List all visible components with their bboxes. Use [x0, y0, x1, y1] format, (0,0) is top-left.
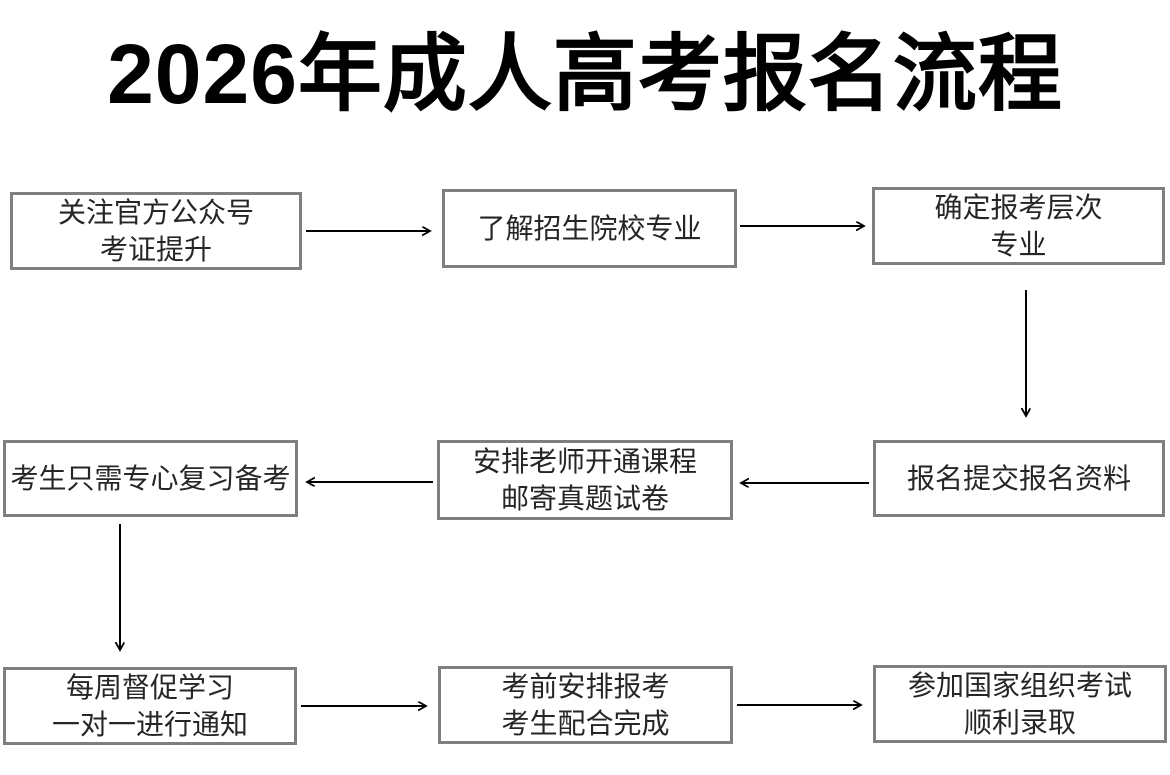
flow-step-learn-schools-majors: 了解招生院校专业	[442, 189, 737, 268]
flow-step-text: 报名提交报名资料	[906, 463, 1131, 494]
flow-step-choose-level-major: 确定报考层次 专业	[872, 187, 1165, 265]
flow-step-submit-registration-materials: 报名提交报名资料	[873, 440, 1165, 517]
flow-step-pre-exam-arrangement: 考前安排报考 考生配合完成	[438, 666, 733, 744]
flow-step-open-course-mail-papers: 安排老师开通课程 邮寄真题试卷	[437, 440, 733, 520]
flow-step-follow-official-account: 关注官方公众号 考证提升	[10, 192, 302, 270]
flow-step-text: 考生只需专心复习备考	[10, 463, 291, 494]
flow-step-text: 考生配合完成	[501, 708, 670, 739]
flow-step-text: 关注官方公众号	[57, 197, 254, 228]
flow-step-text: 每周督促学习	[65, 672, 234, 703]
flow-step-text: 确定报考层次	[934, 192, 1103, 223]
page-title: 2026年成人高考报名流程	[107, 27, 1063, 121]
flow-step-text: 考证提升	[99, 234, 212, 265]
flow-step-text: 了解招生院校专业	[477, 213, 702, 244]
flow-step-text: 邮寄真题试卷	[500, 483, 669, 514]
flow-step-text: 参加国家组织考试	[907, 670, 1132, 701]
flow-step-take-national-exam-admitted: 参加国家组织考试 顺利录取	[873, 665, 1167, 743]
flow-step-text: 一对一进行通知	[51, 709, 248, 740]
flow-step-focus-on-review: 考生只需专心复习备考	[3, 440, 298, 517]
flow-step-text: 顺利录取	[963, 707, 1076, 738]
flow-step-text: 考前安排报考	[501, 671, 670, 702]
flow-step-weekly-study-reminders: 每周督促学习 一对一进行通知	[3, 667, 297, 745]
flow-step-text: 安排老师开通课程	[472, 446, 697, 477]
flow-step-text: 专业	[990, 229, 1047, 260]
